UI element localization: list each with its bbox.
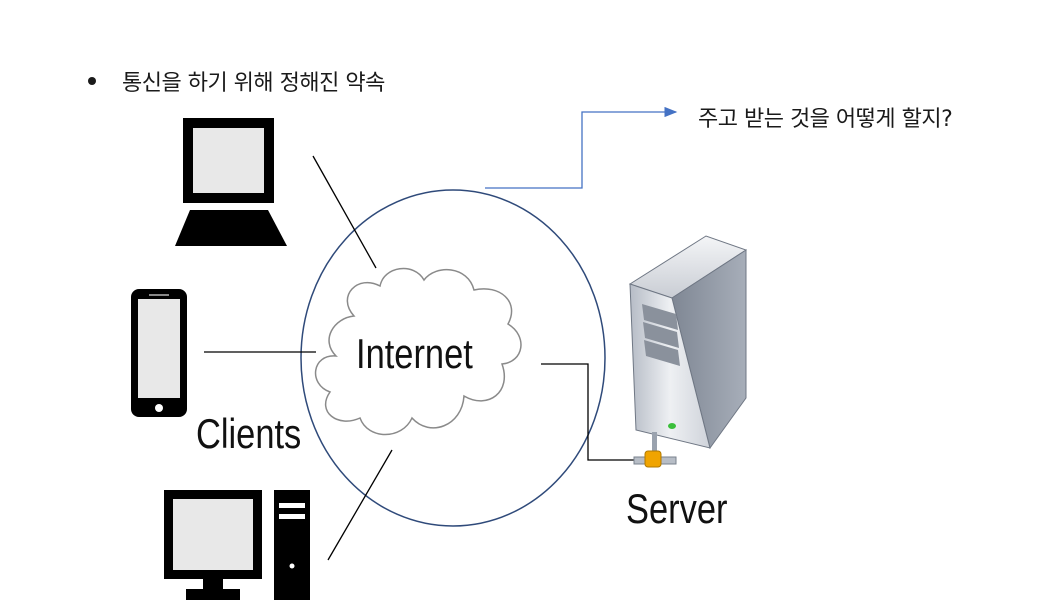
server-label: Server [626, 485, 728, 532]
smartphone-icon [131, 289, 187, 417]
laptop-icon [175, 118, 287, 246]
desktop-computer-icon [164, 490, 310, 600]
callout-question: 주고 받는 것을 어떻게 할지? [698, 107, 953, 132]
bullet-dot-icon [88, 77, 96, 85]
clients-label: Clients [196, 410, 302, 457]
bullet-item: 통신을 하기 위해 정해진 약속 [88, 66, 385, 96]
laptop-connection-line [312, 155, 377, 269]
server-connection-line [541, 363, 640, 461]
internet-boundary-ellipse [300, 189, 606, 527]
internet-label: Internet [356, 330, 473, 377]
callout-arrow [485, 106, 678, 189]
network-connector-icon [633, 450, 677, 468]
cloud-icon [314, 267, 522, 436]
bullet-text: 통신을 하기 위해 정해진 약속 [122, 71, 385, 96]
desktop-connection-line [327, 449, 393, 561]
server-tower-icon [628, 235, 748, 454]
